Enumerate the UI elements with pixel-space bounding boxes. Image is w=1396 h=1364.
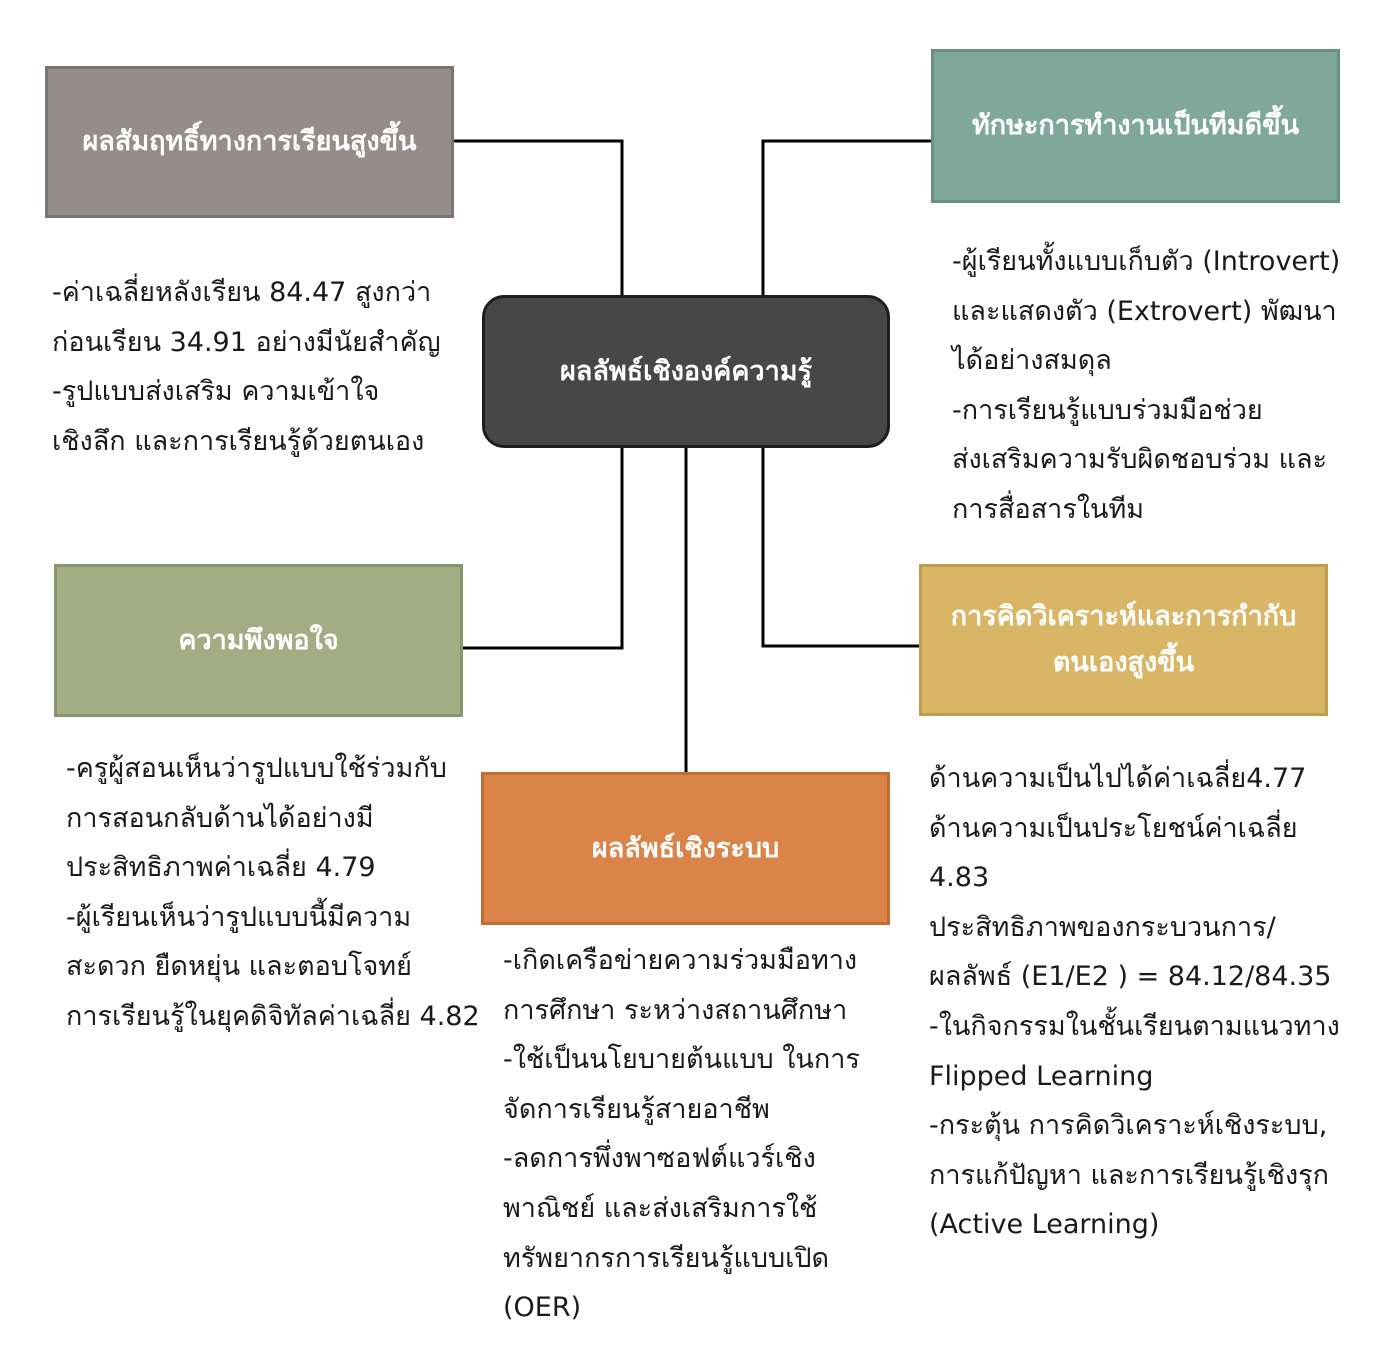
desc-line: สะดวก ยืดหยุ่น และตอบโจทย์ [66, 951, 412, 983]
desc-system: -เกิดเครือข่ายความร่วมมือทาง การศึกษา ระ… [503, 936, 860, 1333]
desc-line: -รูปแบบส่งเสริม ความเข้าใจ [52, 376, 380, 408]
desc-line: การศึกษา ระหว่างสถานศึกษา [503, 994, 848, 1026]
desc-line: ส่งเสริมความรับผิดชอบร่วม และ [952, 444, 1328, 476]
desc-line: 4.83 [929, 862, 990, 894]
desc-achievement: -ค่าเฉลี่ยหลังเรียน 84.47 สูงกว่า ก่อนเร… [52, 268, 441, 466]
desc-line: ด้านความเป็นไปได้ค่าเฉลี่ย4.77 [929, 763, 1307, 794]
box-teamwork-label: ทักษะการทำงานเป็นทีมดีขึ้น [971, 110, 1300, 142]
desc-line: ทรัพยากรการเรียนรู้แบบเปิด [503, 1242, 830, 1274]
connector-achievement [454, 139, 624, 328]
desc-line: ผลลัพธ์ (E1/E2 ) = 84.12/84.35 [929, 961, 1332, 993]
desc-line: -ผู้เรียนทั้งแบบเก็บตัว (Introvert) [952, 246, 1341, 277]
desc-line: ได้อย่างสมดุล [952, 345, 1112, 377]
box-satisfaction-label: ความพึงพอใจ [178, 624, 339, 656]
desc-line: พาณิชย์ และส่งเสริมการใช้ [503, 1192, 818, 1224]
desc-line: การแก้ปัญหา และการเรียนรู้เชิงรุก [929, 1159, 1330, 1191]
desc-line: (Active Learning) [929, 1209, 1160, 1241]
desc-line: การสอนกลับด้านได้อย่างมี [66, 802, 374, 834]
box-system-outcome: ผลลัพธ์เชิงระบบ [481, 772, 890, 925]
center-label: ผลลัพธ์เชิงองค์ความรู้ [559, 355, 813, 387]
box-achievement: ผลสัมฤทธิ์ทางการเรียนสูงขึ้น [45, 66, 454, 218]
desc-line: การสื่อสารในทีม [952, 493, 1145, 525]
box-thinking-label-line2: ตนเองสูงขึ้น [1052, 647, 1195, 678]
box-knowledge-outcome: ผลลัพธ์เชิงองค์ความรู้ [482, 295, 890, 448]
desc-line: และแสดงตัว (Extrovert) พัฒนา [952, 295, 1337, 327]
desc-line: -ใช้เป็นนโยบายต้นแบบ ในการ [503, 1044, 860, 1076]
desc-line: ด้านความเป็นประโยชน์ค่าเฉลี่ย [929, 812, 1298, 844]
connector-thinking [761, 432, 919, 648]
desc-line: เชิงลึก และการเรียนรู้ด้วยตนเอง [52, 425, 425, 457]
desc-line: -ในกิจกรรมในชั้นเรียนตามแนวทาง [929, 1010, 1340, 1042]
desc-line: Flipped Learning [929, 1060, 1154, 1092]
box-satisfaction: ความพึงพอใจ [54, 564, 463, 717]
desc-line: -ผู้เรียนเห็นว่ารูปแบบนี้มีความ [66, 901, 412, 933]
desc-line: การเรียนรู้ในยุคดิจิทัลค่าเฉลี่ย 4.82 [66, 1000, 480, 1032]
desc-line: -เกิดเครือข่ายความร่วมมือทาง [503, 945, 858, 976]
box-teamwork: ทักษะการทำงานเป็นทีมดีขึ้น [931, 49, 1340, 203]
desc-line: ประสิทธิภาพของกระบวนการ/ [929, 911, 1276, 943]
desc-line: ประสิทธิภาพค่าเฉลี่ย 4.79 [66, 852, 376, 884]
desc-satisfaction: -ครูผู้สอนเห็นว่ารูปแบบใช้ร่วมกับ การสอน… [66, 744, 480, 1042]
desc-line: -การเรียนรู้แบบร่วมมือช่วย [952, 394, 1263, 426]
box-system-label: ผลลัพธ์เชิงระบบ [591, 832, 780, 864]
box-achievement-label: ผลสัมฤทธิ์ทางการเรียนสูงขึ้น [82, 126, 417, 158]
desc-line: จัดการเรียนรู้สายอาชีพ [503, 1093, 770, 1125]
desc-line: -ค่าเฉลี่ยหลังเรียน 84.47 สูงกว่า [52, 277, 432, 308]
desc-line: (OER) [503, 1292, 582, 1324]
connector-teamwork [761, 139, 931, 328]
desc-line: -กระตุ้น การคิดวิเคราะห์เชิงระบบ, [929, 1110, 1328, 1142]
box-thinking: การคิดวิเคราะห์และการกำกับ ตนเองสูงขึ้น [919, 564, 1328, 716]
desc-line: ก่อนเรียน 34.91 อย่างมีนัยสำคัญ [52, 326, 441, 358]
connector-satisfaction [463, 432, 624, 650]
box-thinking-label-line1: การคิดวิเคราะห์และการกำกับ [950, 601, 1297, 633]
desc-thinking: ด้านความเป็นไปได้ค่าเฉลี่ย4.77 ด้านความเ… [929, 754, 1340, 1250]
desc-line: -ครูผู้สอนเห็นว่ารูปแบบใช้ร่วมกับ [66, 753, 447, 784]
desc-line: -ลดการพึ่งพาซอฟต์แวร์เชิง [503, 1143, 816, 1175]
desc-teamwork: -ผู้เรียนทั้งแบบเก็บตัว (Introvert) และแ… [952, 237, 1340, 535]
